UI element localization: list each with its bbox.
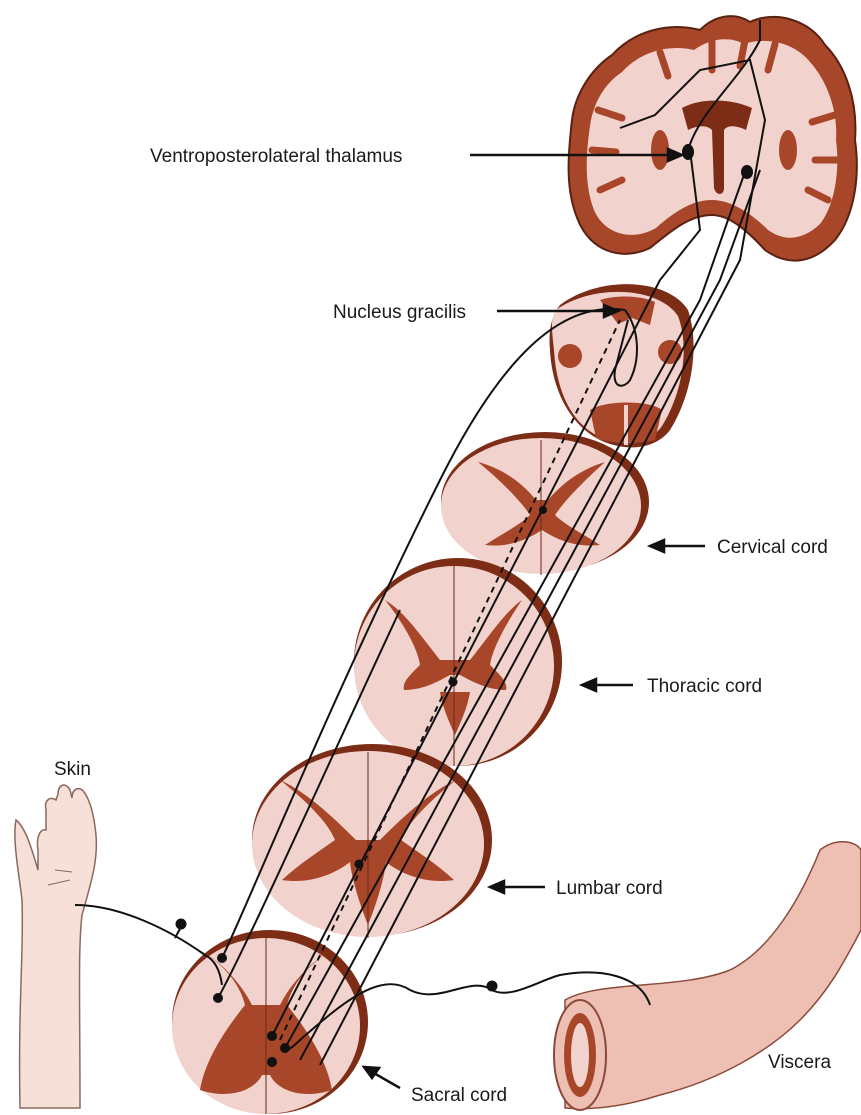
- gracilis-label: Nucleus gracilis: [333, 302, 466, 323]
- viscera-label: Viscera: [768, 1052, 831, 1073]
- skin-label: Skin: [54, 759, 91, 780]
- thalamus-label: Ventroposterolateral thalamus: [150, 146, 402, 167]
- brain-coronal-section: [569, 16, 857, 260]
- lumbar-cord-label: Lumbar cord: [556, 878, 663, 899]
- sacral-cord-label: Sacral cord: [411, 1085, 507, 1106]
- sacral-cord-section: [172, 930, 368, 1114]
- arm-skin-illustration: [15, 785, 96, 1108]
- thoracic-cord-label: Thoracic cord: [647, 676, 762, 697]
- cervical-cord-label: Cervical cord: [717, 537, 828, 558]
